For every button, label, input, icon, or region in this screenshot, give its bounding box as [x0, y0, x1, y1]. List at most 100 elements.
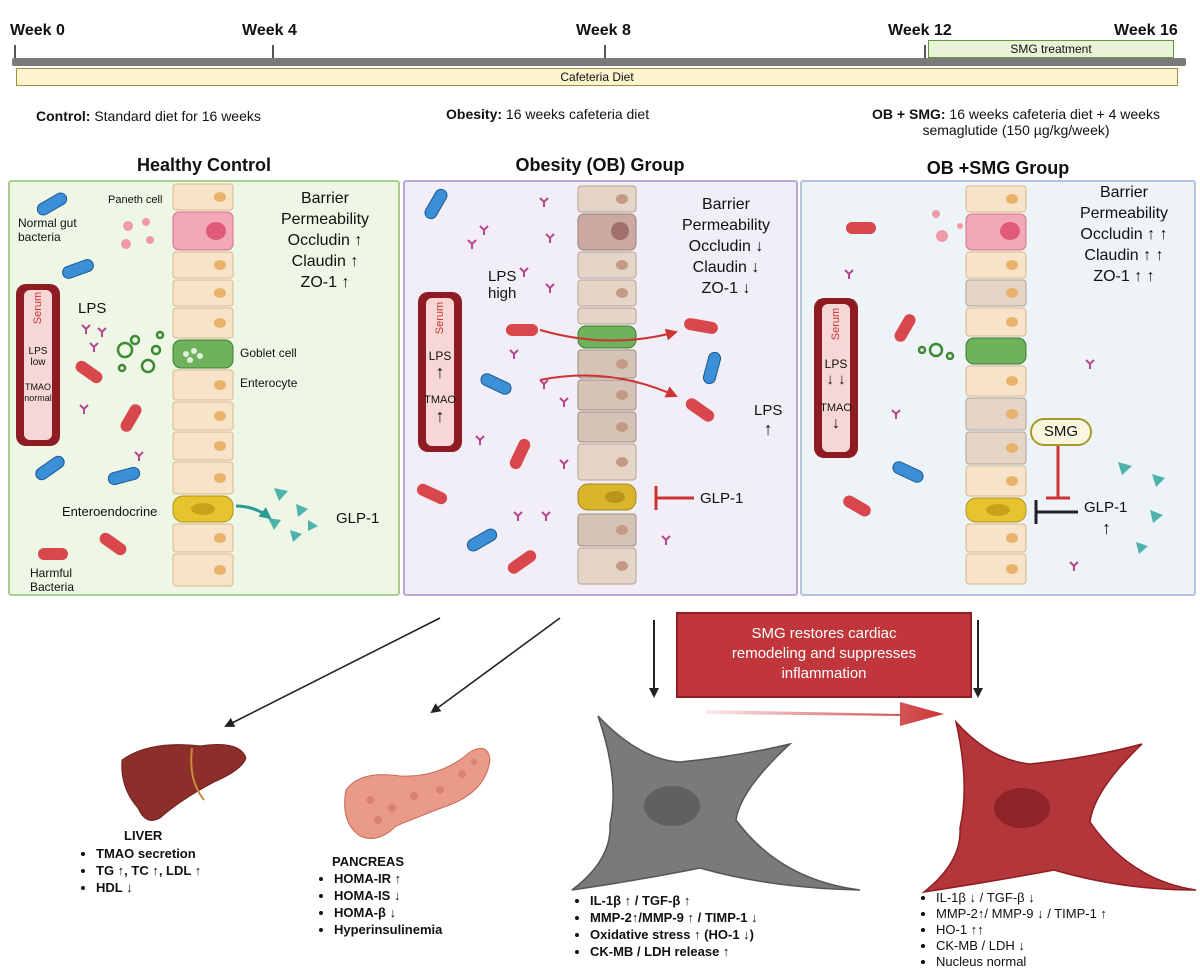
week-16-label: Week 16 — [1114, 22, 1178, 39]
healthy-panel-title: Healthy Control — [136, 155, 271, 175]
heart-ob-item: CK-MB / LDH release ↑ — [590, 943, 758, 960]
healthy-barrier-text: Barrier Permeability Occludin ↑ Claudin … — [250, 188, 400, 293]
harmful-bacteria-label: Harmful Bacteria — [30, 566, 74, 594]
healthy-harmful-bacteria — [38, 360, 142, 560]
obsmg-desc-line1: OB + SMG: 16 weeks cafeteria diet + 4 we… — [836, 106, 1196, 122]
week-12-label: Week 12 — [888, 22, 952, 39]
week-4-label: Week 4 — [242, 22, 297, 39]
liver-illustration — [121, 744, 247, 821]
obsmg-serum-lps-1: LPS — [824, 357, 848, 371]
control-description: Control: Standard diet for 16 weeks — [36, 108, 261, 124]
cafeteria-diet-bar: Cafeteria Diet — [16, 68, 1178, 86]
fibroblast-ob — [571, 715, 861, 891]
fibroblast-smg — [921, 719, 1197, 894]
healthy-permeability-line: Permeability — [280, 211, 370, 228]
obesity-lps-right-label: LPS ↑ — [754, 402, 782, 438]
week-12-tick — [924, 45, 926, 59]
heart-smg-item: HO-1 ↑↑ — [936, 922, 1107, 938]
obesity-lps-arrow-1 — [539, 328, 678, 342]
obesity-normal-bacteria — [424, 188, 722, 552]
healthy-serum-label: Serum — [32, 291, 44, 325]
harmful-line2: Bacteria — [30, 580, 75, 594]
obsmg-glp1-block — [1034, 500, 1078, 524]
liver-title: LIVER — [124, 828, 163, 843]
obsmg-glp1-1: GLP-1 — [1084, 499, 1128, 516]
heart-ob-item: MMP-2↑/MMP-9 ↑ / TIMP-1 ↓ — [590, 909, 758, 926]
healthy-normal-bacteria — [35, 192, 141, 486]
enterocyte-label: Enterocyte — [240, 376, 298, 390]
week-4-tick — [272, 45, 274, 59]
obsmg-mucus-circles — [917, 342, 955, 361]
smg-badge: SMG — [1030, 418, 1092, 446]
obsmg-glp1-2: ↑ — [1102, 518, 1111, 538]
timeline-bar — [12, 58, 1186, 66]
obesity-desc-label: Obesity: — [446, 106, 503, 122]
liver-item: HDL ↓ — [96, 879, 201, 896]
obesity-lps-molecules — [467, 197, 671, 545]
smg-restores-line1: SMG restores cardiac — [751, 625, 897, 642]
healthy-glp1-triangles — [268, 488, 318, 542]
pancreas-illustration — [344, 747, 491, 839]
healthy-barrier-line: Barrier — [300, 190, 349, 207]
healthy-glp1-arrow — [235, 504, 272, 520]
obesity-epithelium — [577, 185, 637, 585]
liver-findings: TMAO secretion TG ↑, TC ↑, LDL ↑ HDL ↓ — [78, 845, 201, 896]
healthy-serum-vessel — [16, 284, 60, 446]
obesity-lps-high-2: high — [488, 285, 517, 302]
enteroendocrine-label: Enteroendocrine — [62, 504, 158, 519]
pancreas-item: Hyperinsulinemia — [334, 921, 442, 938]
heart-smg-item: MMP-2↑/ MMP-9 ↓ / TIMP-1 ↑ — [936, 906, 1107, 922]
obsmg-harmful-bacteria — [843, 222, 916, 517]
healthy-serum-lps: LPS low — [20, 346, 56, 368]
week-8-label: Week 8 — [576, 22, 631, 39]
obesity-lps-right-2: ↑ — [763, 419, 773, 439]
obesity-lps-high-label: LPS high — [488, 268, 516, 302]
normal-gut-bacteria-label: Normal gut bacteria — [18, 216, 77, 244]
restore-arrow — [706, 702, 944, 726]
healthy-epithelium — [172, 183, 234, 587]
healthy-mucus-circles — [116, 330, 165, 374]
smg-restores-line3: inflammation — [781, 665, 867, 682]
obsmg-serum-lps-2: ↓ ↓ — [826, 371, 846, 388]
healthy-serum-tmao: TMAO normal — [20, 382, 56, 404]
healthy-lps-molecules — [79, 324, 144, 461]
obsmg-zo1-line: ZO-1 ↑ ↑ — [1093, 268, 1155, 285]
obesity-serum-lps-1: LPS — [428, 349, 452, 363]
obsmg-permeability-line: Permeability — [1079, 205, 1169, 222]
week-0-label: Week 0 — [10, 22, 65, 39]
obsmg-serum-tmao-2: ↓ — [832, 415, 840, 432]
obesity-barrier-text: Barrier Permeability Occludin ↓ Claudin … — [656, 194, 796, 299]
obesity-glp1-block — [654, 486, 694, 510]
obesity-permeability-line: Permeability — [681, 217, 771, 234]
obsmg-glp1-label: GLP-1 ↑ — [1084, 498, 1127, 538]
obesity-panel-title: Obesity (OB) Group — [515, 155, 685, 175]
healthy-lps-label: LPS — [78, 300, 107, 317]
obsmg-paneth-granules — [932, 210, 963, 242]
obesity-lps-right-1: LPS — [754, 402, 783, 419]
pancreas-item: HOMA-IS ↓ — [334, 887, 442, 904]
obesity-description: Obesity: 16 weeks cafeteria diet — [446, 106, 649, 122]
obsmg-desc-label: OB + SMG: — [872, 106, 946, 122]
obsmg-desc-text: 16 weeks cafeteria diet + 4 weeks — [945, 106, 1160, 122]
obesity-lps-high-1: LPS — [488, 268, 517, 285]
week-8-tick — [604, 45, 606, 59]
heart-ob-findings: IL-1β ↑ / TGF-β ↑ MMP-2↑/MMP-9 ↑ / TIMP-… — [572, 892, 758, 960]
arrow-to-liver — [224, 617, 441, 727]
pancreas-item: HOMA-IR ↑ — [334, 870, 442, 887]
paneth-cell-label: Paneth cell — [108, 194, 163, 206]
harmful-line1: Harmful — [30, 566, 73, 580]
liver-item: TG ↑, TC ↑, LDL ↑ — [96, 862, 201, 879]
normal-gut-line1: Normal gut — [18, 216, 77, 230]
obesity-claudin-line: Claudin ↓ — [692, 259, 760, 276]
obesity-serum-lps-2: ↑ — [435, 362, 445, 382]
obsmg-serum-tmao: TMAO ↓ — [818, 400, 854, 432]
obsmg-lps-molecules — [844, 269, 1095, 571]
obsmg-claudin-line: Claudin ↑ ↑ — [1084, 247, 1164, 264]
normal-gut-line2: bacteria — [18, 230, 61, 244]
obsmg-epithelium — [965, 185, 1027, 585]
healthy-claudin-line: Claudin ↑ — [291, 253, 359, 270]
heart-smg-item: IL-1β ↓ / TGF-β ↓ — [936, 890, 1107, 906]
obsmg-barrier-line: Barrier — [1099, 184, 1148, 201]
obsmg-normal-bacteria — [892, 461, 924, 483]
